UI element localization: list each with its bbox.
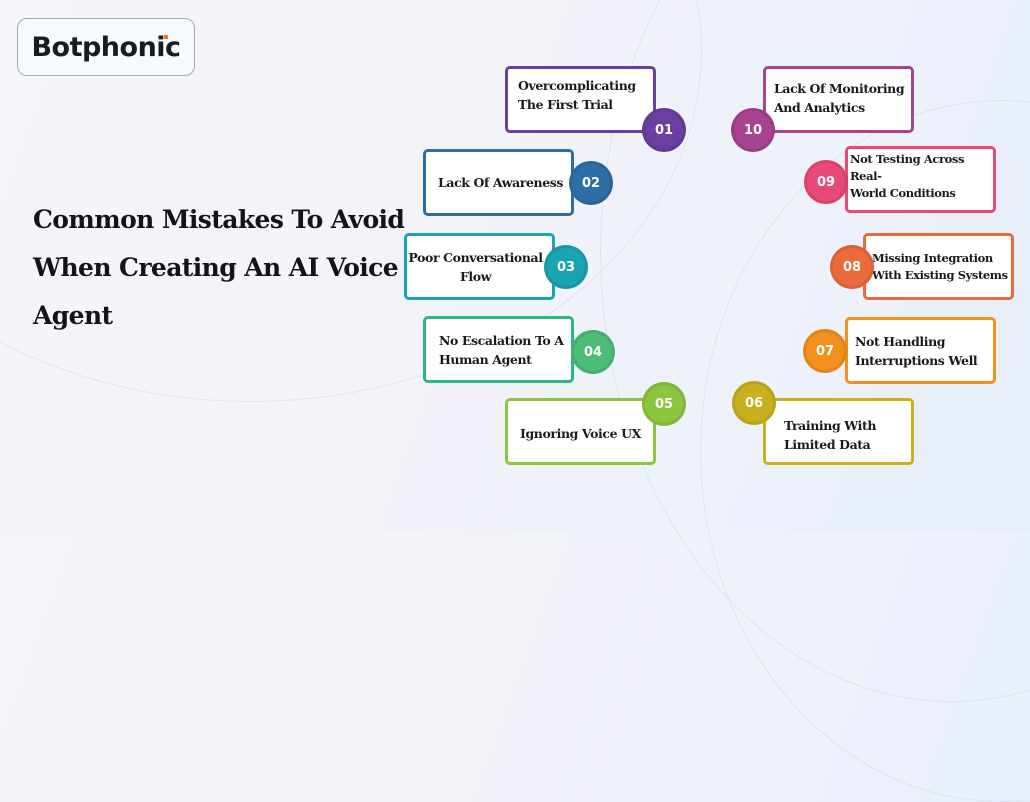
mistake-text: No Escalation To A <box>439 332 564 348</box>
number-badge-01: 01 <box>642 108 686 152</box>
number-badge-03: 03 <box>544 245 588 289</box>
number-badge-10: 10 <box>731 108 775 152</box>
mistake-card-04: No Escalation To A Human Agent <box>423 316 574 383</box>
number-badge-07: 07 <box>803 329 847 373</box>
mistake-card-05: Ignoring Voice UX <box>505 398 656 465</box>
page-title: Common Mistakes To Avoid When Creating A… <box>33 196 413 340</box>
mistake-text: Missing Integration <box>872 250 993 265</box>
mistake-text: With Existing Systems <box>872 267 1008 282</box>
number-badge-05: 05 <box>642 382 686 426</box>
mistake-text: Ignoring Voice UX <box>520 426 641 441</box>
mistake-text: Overcomplicating <box>518 77 636 93</box>
mistake-text: World Conditions <box>850 186 956 200</box>
brand-logo: Botphonic <box>17 18 195 76</box>
mistake-text: Not Testing Across Real- <box>850 152 965 183</box>
number-badge-09: 09 <box>804 160 848 204</box>
mistake-text: Not Handling <box>855 333 946 349</box>
title-line-3: Agent <box>33 301 113 330</box>
mistake-text: Poor Conversational <box>408 249 543 265</box>
mistake-text: Interruptions Well <box>855 352 978 368</box>
number-badge-02: 02 <box>569 161 613 205</box>
number-badge-06: 06 <box>732 381 776 425</box>
mistake-text: Lack Of Awareness <box>438 175 564 190</box>
mistake-text: Human Agent <box>439 351 532 367</box>
mistake-text: The First Trial <box>518 96 613 112</box>
number-badge-08: 08 <box>830 245 874 289</box>
mistake-card-09: Not Testing Across Real- World Conditions <box>845 146 996 213</box>
brand-name: Botphonic <box>31 31 181 63</box>
title-line-1: Common Mistakes To Avoid <box>33 205 405 234</box>
mistake-text: Training With <box>784 417 877 433</box>
mistake-text: Flow <box>459 268 492 284</box>
logo-accent-dot <box>163 34 168 39</box>
mistake-card-02: Lack Of Awareness <box>423 149 574 216</box>
mistake-text: And Analytics <box>774 99 865 115</box>
brand-name-text: Botphonic <box>31 31 181 63</box>
mistake-text: Limited Data <box>784 436 871 452</box>
mistake-text: Lack Of Monitoring <box>774 80 905 96</box>
number-badge-04: 04 <box>571 330 615 374</box>
title-line-2: When Creating An AI Voice <box>33 253 399 282</box>
